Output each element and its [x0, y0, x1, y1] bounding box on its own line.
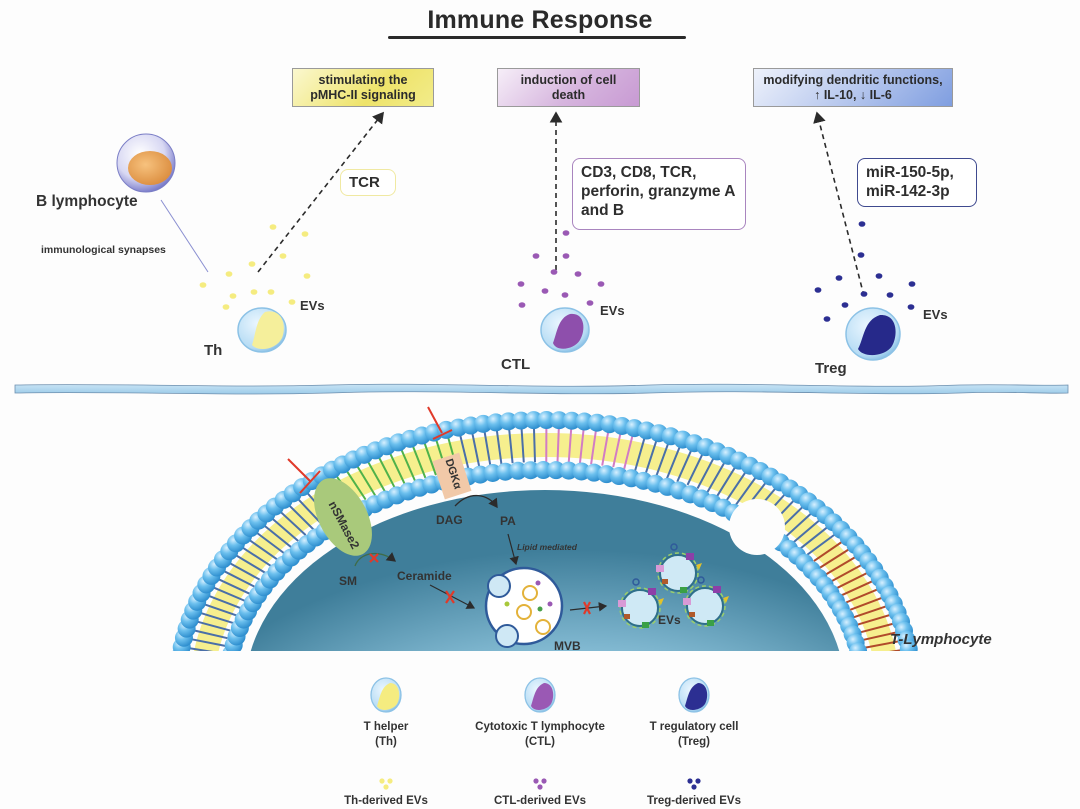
th-ev-cluster — [200, 224, 311, 310]
legend-ev-dots — [533, 778, 546, 789]
legend-cell-label: T helper(Th) — [296, 720, 476, 750]
ev-dot — [908, 304, 915, 310]
th-evs-label: EVs — [300, 298, 325, 313]
ctl-cell — [541, 308, 589, 352]
ev-dot — [562, 292, 569, 298]
legend-cell-name: T regulatory cell — [604, 720, 784, 735]
ev-dot — [842, 302, 849, 308]
synapse-label: immunological synapses — [41, 244, 166, 256]
dag-label: DAG — [436, 513, 463, 527]
th-cell — [238, 308, 286, 352]
ev-dot — [887, 292, 894, 298]
ev-dot — [575, 271, 582, 277]
legend-ev-label: Th-derived EVs — [296, 794, 476, 809]
ev-dot — [563, 230, 570, 236]
legend-cell-name: Cytotoxic T lymphocyte — [450, 720, 630, 735]
legend-ev-dots — [379, 778, 392, 789]
ev-dot — [289, 299, 296, 305]
synapse-line — [161, 200, 208, 272]
th-label: Th — [204, 342, 222, 359]
ev-dot — [824, 316, 831, 322]
b-lymphocyte-label: B lymphocyte — [36, 193, 138, 211]
ev-dot — [533, 253, 540, 259]
ev-dot — [304, 273, 311, 279]
ev-dot — [302, 231, 309, 237]
ev-dot — [836, 275, 843, 281]
legend-cell-abbrev: (CTL) — [450, 735, 630, 750]
ev-dot — [226, 271, 233, 277]
lipid-head — [849, 642, 867, 660]
ev-dot — [598, 281, 605, 287]
ev-dot — [815, 287, 822, 293]
legend-cell-label: Cytotoxic T lymphocyte(CTL) — [450, 720, 630, 750]
treg-cell — [846, 308, 900, 360]
ev-dot — [270, 224, 277, 230]
legend-cell-abbrev: (Treg) — [604, 735, 784, 750]
legend-ev-dots — [687, 778, 700, 789]
ceramide-label: Ceramide — [397, 569, 452, 583]
ev-dot — [519, 302, 526, 308]
ctl-ev-cluster — [518, 230, 605, 308]
ev-dot — [518, 281, 525, 287]
lipid-head — [221, 653, 239, 671]
released-evs-label: EVs — [658, 613, 681, 627]
treg-evs-label: EVs — [923, 307, 948, 322]
membrane-separator — [15, 384, 1068, 394]
ev-dot — [859, 221, 866, 227]
ev-dot — [551, 269, 558, 275]
legend-ev-label: Treg-derived EVs — [604, 794, 784, 809]
ctl-label: CTL — [501, 356, 530, 373]
legend-cell-name: T helper — [296, 720, 476, 735]
lipid-tail — [558, 428, 559, 462]
legend-cell-abbrev: (Th) — [296, 735, 476, 750]
t-lymphocyte-label: T-Lymphocyte — [890, 631, 992, 648]
ev-dot — [858, 252, 865, 258]
treg-cargo-box: miR-150-5p, miR-142-3p — [857, 158, 977, 207]
th-cargo-box: TCR — [340, 169, 396, 196]
ev-dot — [876, 273, 883, 279]
ev-dot — [563, 253, 570, 259]
ctl-cargo-box: CD3, CD8, TCR, perforin, granzyme A and … — [572, 158, 746, 230]
ev-dot — [587, 300, 594, 306]
ev-dot — [268, 289, 275, 295]
legend-ev-label: CTL-derived EVs — [450, 794, 630, 809]
ev-dot — [230, 293, 237, 299]
ctl-evs-label: EVs — [600, 303, 625, 318]
treg-dashed-arrow — [817, 113, 864, 296]
treg-ev-cluster — [815, 221, 916, 322]
lipid-tail — [188, 657, 222, 661]
ev-dot — [249, 261, 256, 267]
ev-dot — [861, 291, 868, 297]
pa-label: PA — [500, 514, 516, 528]
ev-dot — [251, 289, 258, 295]
ev-dot — [200, 282, 207, 288]
mvb-label: MVB — [554, 639, 581, 653]
legend-cell-label: T regulatory cell(Treg) — [604, 720, 784, 750]
ev-dot — [223, 304, 230, 310]
lipid-mediated-label: Lipid mediated — [517, 542, 577, 552]
lipid-head — [851, 651, 869, 669]
ev-dot — [909, 281, 916, 287]
treg-label: Treg — [815, 360, 847, 377]
ev-dot — [280, 253, 287, 259]
ev-dot — [542, 288, 549, 294]
sm-label: SM — [339, 574, 357, 588]
b-lymphocyte-cell — [117, 134, 175, 192]
lipid-tail — [534, 428, 535, 462]
